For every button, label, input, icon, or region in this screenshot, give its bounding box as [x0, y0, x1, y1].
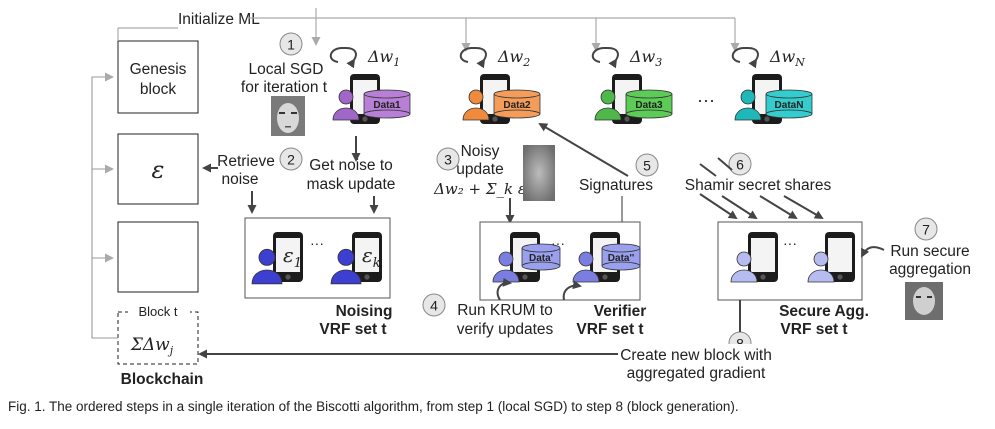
init-bus: Initialize ML: [117, 8, 740, 52]
client-2-data-label: Data2: [503, 100, 531, 111]
step-badge-6: 6: [728, 152, 752, 176]
svg-text:4: 4: [430, 298, 438, 314]
client-4-delta: ΔwN: [769, 47, 805, 69]
figure-caption: Fig. 1. The ordered steps in a single it…: [8, 399, 739, 414]
get-noise-line1: Get noise to: [309, 157, 393, 174]
clients-ellipsis: ···: [697, 90, 715, 110]
step-badge-3: 3: [436, 147, 460, 171]
svg-text:5: 5: [643, 158, 651, 174]
step-badge-7: 7: [914, 217, 938, 241]
empty-block: [117, 221, 199, 293]
client-4: ΔwN DataN: [731, 47, 813, 124]
get-noise-line2: mask update: [307, 176, 396, 193]
client-3-data: Data3: [625, 89, 673, 119]
verifier-ellipsis: ···: [551, 235, 565, 251]
retrieve-noise-line1: Retrieve: [217, 153, 275, 170]
client-3-data-label: Data3: [635, 100, 663, 111]
client-4-data: DataN: [765, 89, 813, 119]
secure-agg-line2: aggregation: [889, 261, 971, 278]
secure-member-2: [807, 232, 855, 283]
client-4-data-label: DataN: [775, 100, 804, 111]
svg-text:8: 8: [736, 336, 744, 352]
verifier-vrf-set: Data' Data'' ··· Verifier VRF set t: [479, 221, 647, 338]
noising-ellipsis: ···: [310, 235, 324, 251]
noisy-update-formula: Δw₂ + Σ_k ε: [433, 180, 526, 198]
step-badge-2: 2: [279, 147, 303, 171]
blockchain-caption: Blockchain: [121, 371, 204, 388]
retrieve-noise-line2: noise: [221, 171, 258, 188]
noising-member-1-epsilon: ε1: [283, 243, 302, 271]
new-block-line1: Create new block with: [620, 347, 772, 364]
noisy-update-line2: update: [456, 161, 503, 178]
arrow-signatures: [538, 122, 629, 177]
face-image-input: [271, 96, 305, 136]
client-1-data-label: Data1: [373, 100, 401, 111]
shamir-label: Shamir secret shares: [685, 177, 832, 194]
noisy-update-line1: Noisy: [461, 143, 500, 160]
svg-text:2: 2: [287, 152, 295, 168]
secure-agg-vrf-set: ··· Secure Agg. VRF set t: [717, 221, 869, 338]
verifier-title-1: Verifier: [594, 303, 647, 320]
genesis-block: [117, 40, 199, 114]
svg-text:7: 7: [922, 222, 930, 238]
client-3-delta: Δw3: [629, 47, 662, 69]
secure-title-1: Secure Agg.: [779, 303, 869, 320]
client-2-data: Data2: [493, 89, 541, 119]
step-badge-1: 1: [279, 32, 303, 56]
verifier-member-2-data-label: Data'': [608, 253, 634, 264]
verifier-member-2: Data'': [572, 232, 641, 283]
signatures-label: Signatures: [579, 177, 653, 194]
krum-line1: Run KRUM to: [457, 302, 553, 319]
step1-line2: for iteration t: [241, 79, 328, 96]
face-image-output: [905, 282, 943, 320]
genesis-label-1: Genesis: [130, 61, 187, 78]
svg-text:3: 3: [444, 152, 452, 168]
epsilon-block: [117, 133, 199, 205]
noising-title-2: VRF set t: [319, 321, 386, 338]
svg-text:1: 1: [287, 37, 295, 53]
step1-line1: Local SGD: [249, 61, 324, 78]
client-1-delta: Δw1: [367, 47, 400, 69]
blockchain: Genesis block ε Block t ΣΔwj Blockchain: [91, 40, 204, 388]
client-1-data: Data1: [363, 89, 411, 119]
genesis-label-2: block: [140, 81, 176, 98]
diagram-canvas: Initialize ML Genesis block ε Block t ΣΔ…: [91, 8, 971, 388]
secure-agg-line1: Run secure: [890, 243, 969, 260]
secure-member-1: [730, 232, 778, 283]
epsilon-symbol: ε: [152, 156, 165, 184]
noising-member-2-epsilon: εk: [362, 243, 381, 271]
verifier-member-1-data: Data': [521, 243, 561, 271]
step-badge-4: 4: [422, 293, 446, 317]
noising-member-1: ε1: [251, 232, 303, 285]
noising-vrf-set: ε1 εk ··· Noising VRF set t: [244, 217, 393, 338]
krum-line2: verify updates: [457, 321, 554, 338]
noising-member-2: εk: [330, 232, 382, 285]
client-2-delta: Δw2: [497, 47, 530, 69]
noising-title-1: Noising: [336, 303, 393, 320]
new-block-line2: aggregated gradient: [627, 365, 766, 382]
verifier-member-2-data: Data'': [601, 243, 641, 271]
block-t: [117, 311, 199, 365]
init-label: Initialize ML: [178, 11, 260, 28]
step-badge-5: 5: [635, 153, 659, 177]
block-t-label: Block t: [138, 304, 177, 319]
svg-text:6: 6: [736, 157, 744, 173]
verifier-member-1-data-label: Data': [529, 253, 553, 264]
verifier-title-2: VRF set t: [576, 321, 643, 338]
verifier-member-1: Data': [492, 232, 561, 283]
block-t-sum: ΣΔwj: [130, 335, 174, 357]
noisy-image: [523, 145, 555, 201]
secure-ellipsis: ···: [783, 235, 797, 251]
secure-title-2: VRF set t: [780, 321, 847, 338]
